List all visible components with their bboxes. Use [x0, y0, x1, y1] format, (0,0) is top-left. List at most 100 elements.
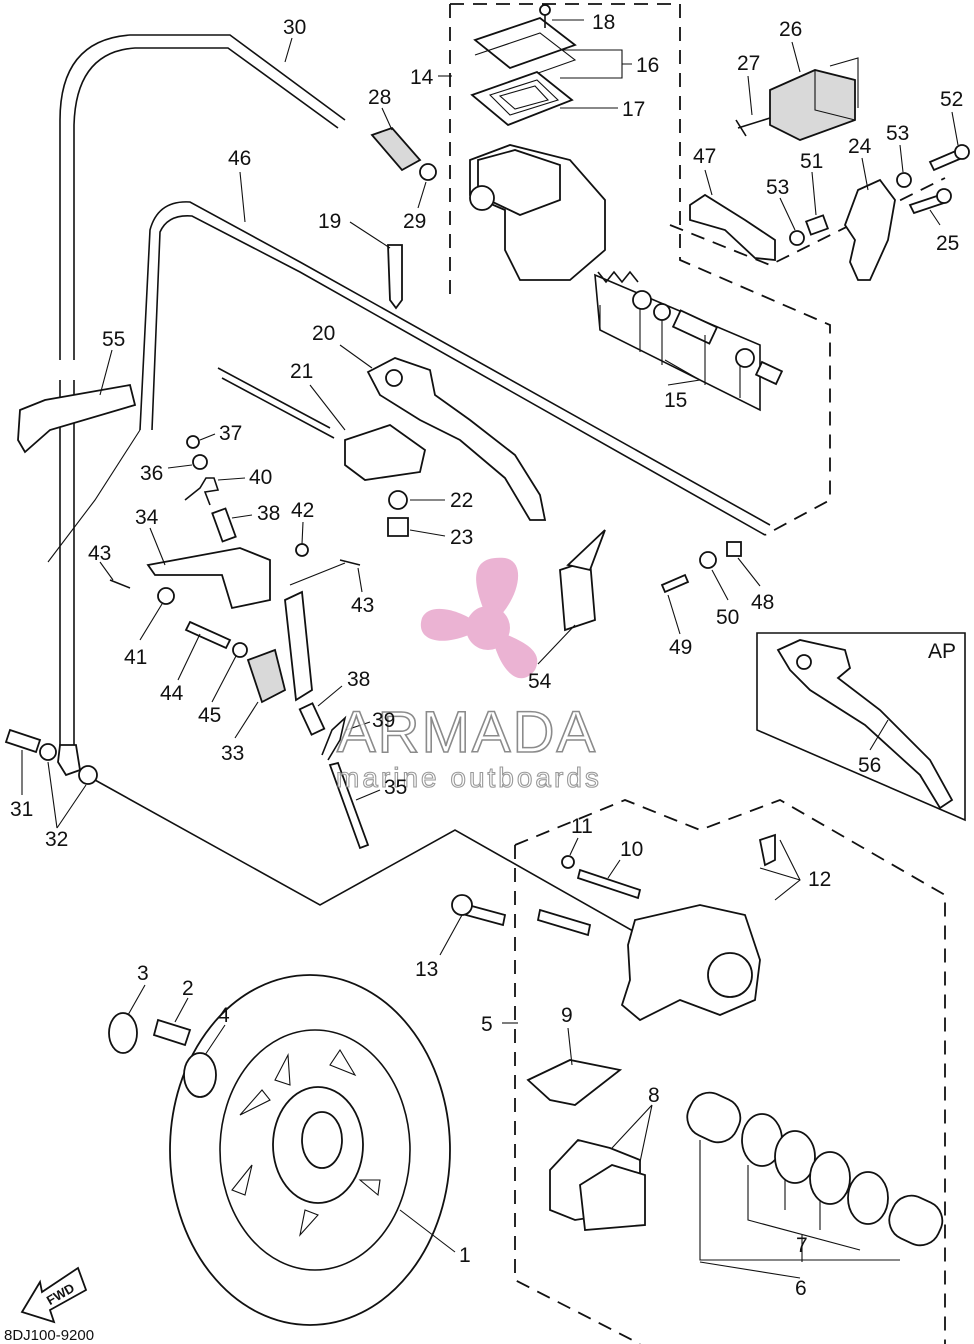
callout-55: 55 — [102, 328, 125, 351]
callout-19: 19 — [318, 210, 341, 233]
ap-lever-56 — [776, 639, 954, 810]
callout-2: 2 — [182, 977, 194, 1000]
brake-pad-8-b — [579, 1164, 646, 1231]
spring-39 — [321, 715, 347, 761]
leader-1 — [399, 1209, 456, 1253]
leader-42 — [301, 521, 304, 545]
leader-26 — [791, 41, 801, 73]
washer-32-a — [39, 743, 57, 761]
callout-7: 7 — [796, 1234, 808, 1257]
callout-22: 22 — [450, 489, 473, 512]
leader-9 — [567, 1027, 573, 1066]
leader-51 — [811, 171, 817, 216]
pedal-pad-33 — [246, 648, 287, 704]
ap-lever-pivot — [796, 654, 812, 670]
switch-26-boot — [814, 57, 859, 121]
ap-label: AP — [928, 640, 956, 663]
callout-24: 24 — [848, 135, 872, 158]
callout-38-b: 38 — [347, 668, 370, 691]
piston-cup-a — [632, 290, 652, 310]
callout-27: 27 — [737, 52, 760, 75]
leader-15 — [599, 305, 741, 398]
leader-48 — [737, 557, 761, 587]
caliper-piston-b — [888, 1194, 944, 1247]
callout-48: 48 — [751, 591, 774, 614]
lever-bracket-47 — [689, 193, 776, 261]
leader-54 — [537, 624, 576, 665]
collar-51 — [804, 214, 830, 236]
master-cylinder-group-boundary — [450, 3, 831, 536]
armada-watermark: ARMADA marine outboards — [335, 557, 599, 794]
screw-18-head — [539, 4, 551, 16]
switch-26 — [769, 69, 856, 141]
callout-50: 50 — [716, 606, 739, 629]
leader-19 — [349, 221, 391, 249]
spring-40 — [184, 477, 220, 506]
cable-46-inner — [151, 215, 766, 536]
caliper-assembly — [451, 833, 944, 1261]
leader-23 — [409, 529, 446, 537]
cotter-42-link — [289, 562, 346, 586]
leader-33 — [234, 701, 259, 739]
leader-3 — [127, 984, 146, 1016]
screw-27 — [735, 117, 771, 137]
leader-hose-to-caliper — [94, 779, 641, 936]
push-rod-21 — [217, 367, 335, 439]
bolt-19 — [387, 244, 403, 310]
washer-53-b — [896, 172, 912, 188]
callout-18: 18 — [592, 11, 615, 34]
banjo-28 — [370, 126, 422, 172]
callout-53-a: 53 — [766, 176, 789, 199]
leader-53a — [779, 197, 796, 231]
cable-lower-end — [47, 429, 141, 563]
piston-c — [671, 309, 719, 345]
callout-13: 13 — [415, 958, 438, 981]
callout-20: 20 — [312, 322, 335, 345]
reservoir-cap-16 — [473, 16, 577, 70]
piston-cup-d — [735, 348, 755, 368]
callout-5: 5 — [481, 1013, 493, 1036]
callout-11: 11 — [571, 815, 593, 838]
callout-numbers: 30 28 29 14 18 16 17 19 46 20 21 22 23 1… — [4, 11, 963, 1344]
collar-23 — [387, 517, 409, 537]
leader-11 — [569, 837, 579, 856]
pin-38-a — [211, 507, 237, 543]
holder-24 — [843, 178, 896, 281]
hoses-and-cables — [47, 34, 771, 936]
leader-2 — [174, 997, 189, 1023]
adjuster-21 — [344, 424, 427, 481]
callout-52: 52 — [940, 88, 963, 111]
callout-46: 46 — [228, 147, 251, 170]
seal-7-c — [809, 1151, 851, 1205]
disc-slots — [231, 1048, 381, 1237]
leader-16 — [560, 49, 632, 79]
leader-41 — [139, 603, 163, 641]
sheet-54-tab — [566, 529, 606, 572]
pin-10 — [576, 868, 642, 900]
callout-37: 37 — [219, 422, 242, 445]
callout-44: 44 — [160, 682, 184, 705]
switch-bracket-group — [689, 57, 970, 281]
seal-7-b — [774, 1130, 816, 1184]
leader-27 — [747, 75, 753, 116]
callout-17: 17 — [622, 98, 645, 121]
bolt-13-head — [451, 894, 473, 916]
pedal-arm-34 — [146, 547, 271, 610]
piston-cup-b — [653, 303, 671, 321]
leader-49 — [667, 594, 681, 635]
leader-45 — [211, 655, 237, 703]
brake-disc — [108, 974, 451, 1326]
callout-53-b: 53 — [886, 122, 909, 145]
caliper-group-boundary — [514, 799, 946, 1344]
bolt-upper — [536, 908, 592, 937]
callout-43-b: 43 — [351, 594, 374, 617]
leader-4 — [204, 1024, 226, 1056]
leader-12 — [759, 839, 801, 901]
diaphragm-folds — [488, 79, 560, 116]
leader-6 — [699, 1261, 801, 1279]
callout-3: 3 — [137, 962, 149, 985]
leader-37 — [199, 433, 216, 441]
callout-31: 31 — [10, 798, 33, 821]
leader-lines — [21, 19, 959, 1279]
callout-25: 25 — [936, 232, 959, 255]
